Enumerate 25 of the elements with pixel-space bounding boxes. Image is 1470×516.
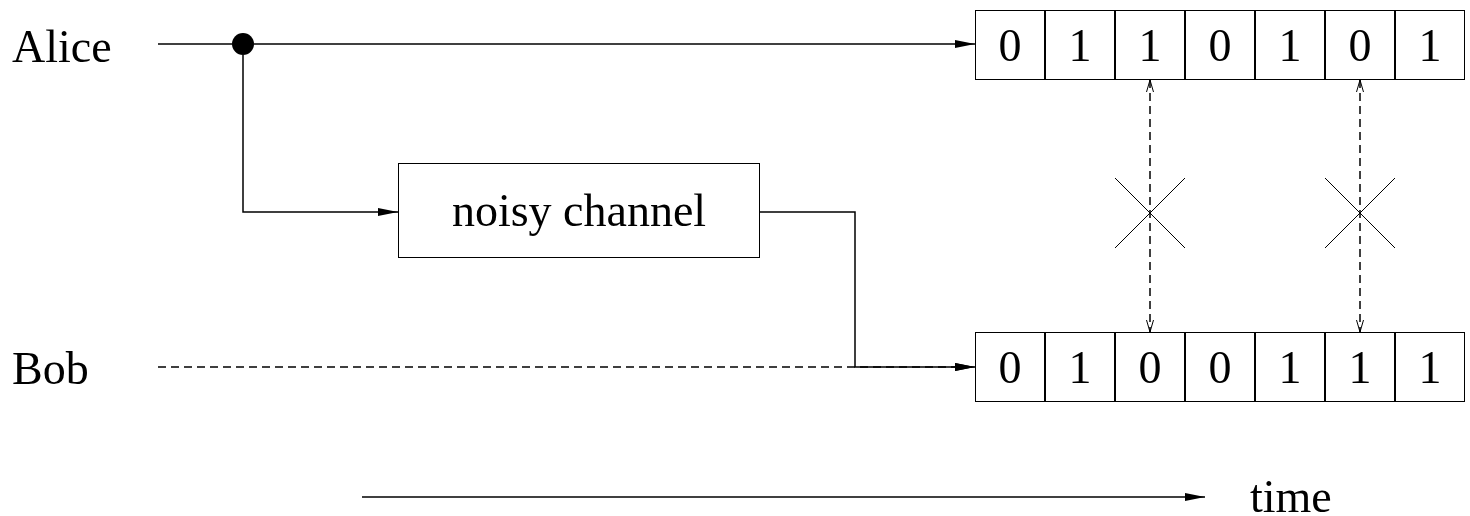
bit-cell: 0 bbox=[1325, 10, 1395, 80]
bit-cell: 1 bbox=[1255, 332, 1325, 402]
bit-cell: 1 bbox=[1045, 10, 1115, 80]
bit-cell: 1 bbox=[1255, 10, 1325, 80]
name-label: Bob bbox=[12, 340, 158, 396]
bit-cell: 1 bbox=[1045, 332, 1115, 402]
junction-dot bbox=[232, 33, 254, 55]
name-label: Alice bbox=[12, 18, 158, 74]
bit-cell: 0 bbox=[1185, 10, 1255, 80]
bit-cell: 1 bbox=[1115, 10, 1185, 80]
arrow bbox=[253, 40, 976, 48]
dashed-arrow bbox=[1146, 79, 1154, 333]
bit-cell: 1 bbox=[1325, 332, 1395, 402]
bit-cell: 1 bbox=[1395, 10, 1465, 80]
process-box: noisy channel bbox=[398, 163, 760, 258]
arrow bbox=[759, 211, 976, 371]
axis-label: time bbox=[1250, 469, 1332, 516]
bit-cell: 0 bbox=[1185, 332, 1255, 402]
line bbox=[157, 43, 233, 45]
bit-cell: 0 bbox=[975, 332, 1045, 402]
dashed-arrow bbox=[1356, 79, 1364, 333]
bit-cell: 1 bbox=[1395, 332, 1465, 402]
arrow bbox=[242, 54, 399, 216]
bit-cell: 0 bbox=[1115, 332, 1185, 402]
bit-cell: 0 bbox=[975, 10, 1045, 80]
